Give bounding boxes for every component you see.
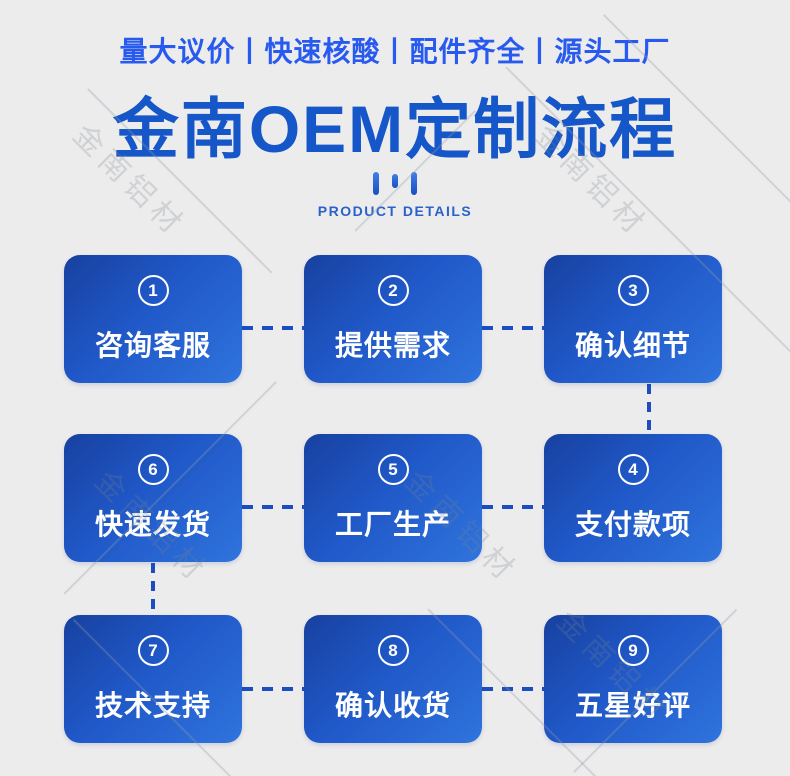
connector-step6-step7 xyxy=(151,563,155,615)
step-label: 提供需求 xyxy=(334,330,451,361)
step-number-badge: 5 xyxy=(377,454,409,485)
connector-step8-step9 xyxy=(482,687,544,691)
step-number: 4 xyxy=(628,460,638,479)
connector-step7-step8 xyxy=(242,687,304,691)
step-box-factory-production: 5 工厂生产 xyxy=(304,434,482,562)
connector-step3-step4 xyxy=(647,384,651,434)
step-label: 快速发货 xyxy=(94,509,211,540)
step-number-badge: 8 xyxy=(377,635,409,666)
step-box-fast-shipping: 6 快速发货 xyxy=(64,434,242,562)
step-number: 2 xyxy=(388,281,398,300)
connector-step1-step2 xyxy=(242,326,304,330)
step-number: 3 xyxy=(628,281,638,300)
step-number: 1 xyxy=(148,281,158,300)
step-box-five-star-review: 9 五星好评 xyxy=(544,615,722,743)
step-box-confirm-details: 3 确认细节 xyxy=(544,255,722,383)
connector-step6-step5 xyxy=(242,505,304,509)
connector-step2-step3 xyxy=(482,326,544,330)
selling-points-tagline: 量大议价丨快速核酸丨配件齐全丨源头工厂 xyxy=(119,36,671,67)
connector-step5-step4 xyxy=(482,505,544,509)
step-label: 确认细节 xyxy=(574,330,691,361)
step-number-badge: 4 xyxy=(617,454,649,485)
step-label: 咨询客服 xyxy=(94,330,211,361)
step-number-badge: 3 xyxy=(617,275,649,306)
step-label: 五星好评 xyxy=(574,690,691,721)
step-label: 技术支持 xyxy=(94,690,211,721)
step-number: 9 xyxy=(628,641,638,660)
step-label: 确认收货 xyxy=(334,690,451,721)
step-number: 8 xyxy=(388,641,398,660)
step-label: 支付款项 xyxy=(574,509,691,540)
step-number-badge: 7 xyxy=(137,635,169,666)
step-label: 工厂生产 xyxy=(334,509,451,540)
product-details-subtitle: PRODUCT DETAILS xyxy=(317,203,473,219)
step-number-badge: 2 xyxy=(377,275,409,306)
steps-grid: 1 咨询客服 2 提供需求 3 确认细节 6 快速发货 5 工厂生产 4 支付款… xyxy=(64,255,722,743)
step-number: 7 xyxy=(148,641,158,660)
step-box-requirements: 2 提供需求 xyxy=(304,255,482,383)
step-number: 5 xyxy=(388,460,398,479)
step-box-payment: 4 支付款项 xyxy=(544,434,722,562)
page-title: 金南OEM定制流程 xyxy=(112,92,678,166)
step-box-confirm-receipt: 8 确认收货 xyxy=(304,615,482,743)
step-number-badge: 1 xyxy=(137,275,169,306)
step-number-badge: 6 xyxy=(137,454,169,485)
step-number: 6 xyxy=(148,460,158,479)
step-box-consult: 1 咨询客服 xyxy=(64,255,242,383)
step-box-tech-support: 7 技术支持 xyxy=(64,615,242,743)
step-number-badge: 9 xyxy=(617,635,649,666)
divider-bars-icon xyxy=(0,172,790,195)
